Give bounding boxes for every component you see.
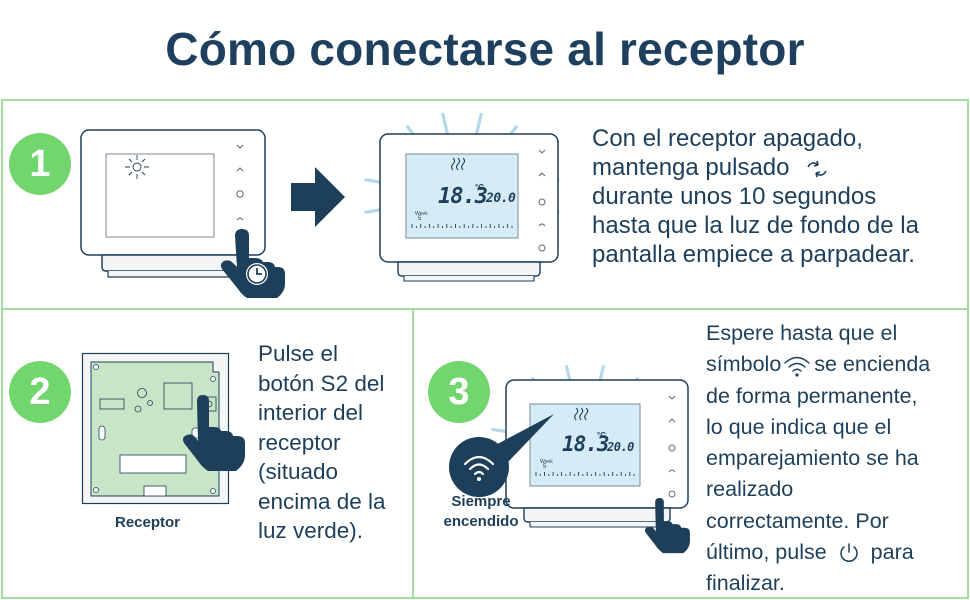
hand-clock-icon xyxy=(220,229,285,298)
lcd-week-label: Week xyxy=(415,211,428,217)
wifi-bubble-icon xyxy=(449,414,554,497)
step-1-line-5: pantalla empiece a parpadear. xyxy=(592,241,915,268)
lcd-temperature-2: 18.3 xyxy=(562,432,610,456)
step-3-line-2b: se encienda xyxy=(814,352,931,377)
step-3-text: Espere hasta que el símbolo se encienda … xyxy=(706,318,968,600)
step-3-number: 3 xyxy=(428,361,490,423)
step-3-line-6: realizado xyxy=(706,477,794,502)
lcd-day-2: 5 xyxy=(543,464,547,470)
step-1-line-3: durante unos 10 segundos xyxy=(592,183,877,210)
lcd-unit: °C xyxy=(475,183,484,192)
step-3-line-8-wrap: último, pulse para xyxy=(706,537,968,568)
hand-pointer-icon xyxy=(183,395,245,471)
step-3-line-7: correctamente. Por xyxy=(706,508,889,533)
step-2-line-4: receptor xyxy=(258,429,341,455)
lcd-week-label-2: Week xyxy=(540,459,553,465)
step-1-number: 1 xyxy=(9,133,71,195)
step-1-line-2: mantenga pulsado xyxy=(592,154,790,181)
step-2-line-2: botón S2 del xyxy=(258,370,385,396)
power-icon xyxy=(839,543,858,563)
step-3-line-2a: símbolo xyxy=(706,352,782,377)
arrow-right-icon xyxy=(291,167,345,227)
lcd-unit-2: °C xyxy=(597,431,606,440)
lcd-timeline xyxy=(535,472,635,476)
lcd-timeline xyxy=(411,224,513,228)
step-2-line-1: Pulse el xyxy=(258,341,339,366)
step-2-text: Pulse el botón S2 del interior del recep… xyxy=(258,339,408,546)
step-3-line-1: Espere hasta que el xyxy=(706,321,898,345)
lcd-setpoint-2: 20.0 xyxy=(607,440,634,454)
wifi-icon xyxy=(784,356,810,377)
step-2-line-7: luz verde). xyxy=(258,518,364,543)
step-1-line-4: hasta que la luz de fondo de la xyxy=(592,212,919,239)
lcd-temperature: 18.3 xyxy=(438,184,488,209)
step-3-line-2-wrap: símbolo se encienda xyxy=(706,349,968,380)
step-3-panel xyxy=(412,308,969,599)
step-2-number: 2 xyxy=(9,361,71,423)
lcd-setpoint: 20.0 xyxy=(486,191,516,206)
side-buttons xyxy=(538,149,546,252)
hand-pointer-icon-2 xyxy=(644,498,690,554)
step-3-line-9: finalizar. xyxy=(706,571,785,596)
always-on-line-2: encendido xyxy=(443,513,519,530)
step-3-line-3: de forma permanente, xyxy=(706,383,918,408)
step-3-line-8b: para xyxy=(870,540,914,565)
always-on-badge: Siempre encendido xyxy=(436,492,526,532)
lcd-day: 5 xyxy=(418,216,422,222)
step-1-line-1: Con el receptor apagado, xyxy=(592,125,863,152)
step-2-line-6: encima de la xyxy=(258,488,386,514)
page-title: Cómo conectarse al receptor xyxy=(165,23,805,75)
pairing-cycle-icon xyxy=(807,160,827,177)
thermostat-off-illustration xyxy=(80,129,266,278)
thermostat-paired-illustration xyxy=(491,365,689,528)
step-3-line-5: emparejamiento se ha xyxy=(706,446,919,471)
step-1-text: Con el receptor apagado, mantenga pulsad… xyxy=(592,124,962,269)
step-2-line-3: interior del xyxy=(258,400,364,425)
step-1-line-2-wrap: mantenga pulsado xyxy=(592,153,962,182)
step-2-line-5: (situado xyxy=(258,459,339,484)
always-on-line-1: Siempre xyxy=(451,493,511,510)
receiver-caption: Receptor xyxy=(115,514,181,531)
step-3-line-4: lo que indica que el xyxy=(706,414,892,439)
side-buttons xyxy=(668,395,676,498)
step-3-line-8a: último, pulse xyxy=(706,540,827,565)
receiver-board-illustration xyxy=(81,352,230,505)
thermostat-on-illustration xyxy=(364,112,560,282)
